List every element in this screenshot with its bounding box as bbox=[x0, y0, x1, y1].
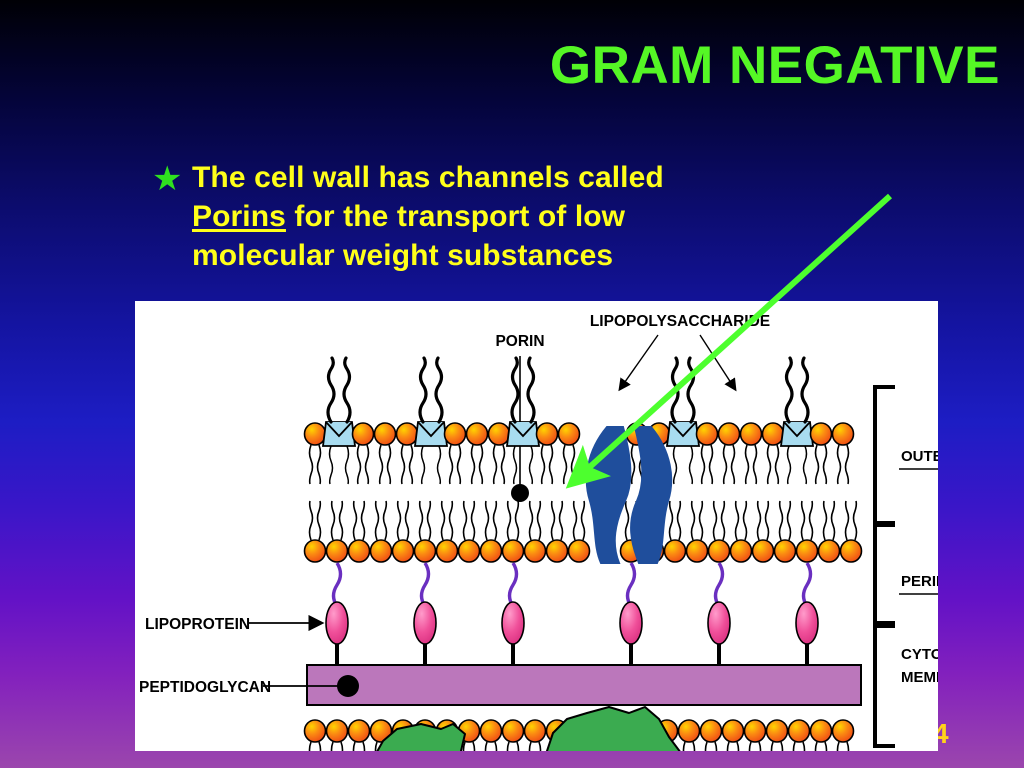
periplasmic-space-group bbox=[306, 562, 862, 706]
label-outer-membrane: OUTER MEMBRANE bbox=[899, 448, 938, 470]
porin-label-text: PORIN bbox=[495, 333, 544, 350]
bullet-line-2-rest: for the transport of low bbox=[285, 200, 626, 233]
label-periplasmic-space: PERIPLASMIC SPACE bbox=[899, 573, 938, 595]
membrane-protein-transmembrane bbox=[545, 706, 681, 751]
lipoprotein bbox=[501, 562, 525, 665]
bullet-text: The cell wall has channels called Porins… bbox=[192, 158, 852, 275]
bullet-line-3: molecular weight substances bbox=[192, 239, 614, 272]
cytoplasmic-membrane-label-line2: MEMBRANE bbox=[901, 669, 938, 686]
lipoprotein bbox=[795, 562, 819, 665]
label-cytoplasmic-membrane: CYTOPLASMIC MEMBRANE bbox=[901, 646, 938, 686]
lipoprotein bbox=[325, 562, 349, 665]
periplasmic-space-label-text: PERIPLASMIC SPACE bbox=[901, 573, 938, 590]
cytoplasmic-membrane-overlay bbox=[376, 706, 681, 751]
bullet-emphasis-porins: Porins bbox=[192, 200, 286, 233]
bracket-periplasmic-space bbox=[873, 523, 895, 625]
diagram-panel: PORIN LIPOPOLYSACCHARIDE bbox=[135, 301, 938, 751]
lipoprotein bbox=[413, 562, 437, 665]
label-peptidoglycan: PEPTIDOGLYCAN bbox=[139, 679, 348, 696]
label-lipoprotein: LIPOPROTEIN bbox=[145, 614, 325, 633]
peptidoglycan-layer bbox=[306, 664, 862, 706]
outer-membrane-label-text: OUTER MEMBRANE bbox=[901, 448, 938, 465]
page-title: GRAM NEGATIVE bbox=[549, 36, 1000, 95]
peptidoglycan-label-text: PEPTIDOGLYCAN bbox=[139, 679, 271, 696]
lipoprotein bbox=[619, 562, 643, 665]
star-bullet-icon: ★ bbox=[152, 160, 183, 198]
bullet-block: ★ The cell wall has channels called Pori… bbox=[152, 158, 852, 275]
lipoprotein-label-text: LIPOPROTEIN bbox=[145, 616, 250, 633]
membrane-protein-peripheral bbox=[376, 723, 466, 751]
bracket-cytoplasmic-membrane bbox=[873, 624, 895, 748]
lipoprotein bbox=[707, 562, 731, 665]
cytoplasmic-membrane-label-line1: CYTOPLASMIC bbox=[901, 646, 938, 663]
porin-leader-dot bbox=[511, 484, 529, 502]
bullet-line-1: The cell wall has channels called bbox=[192, 161, 664, 194]
